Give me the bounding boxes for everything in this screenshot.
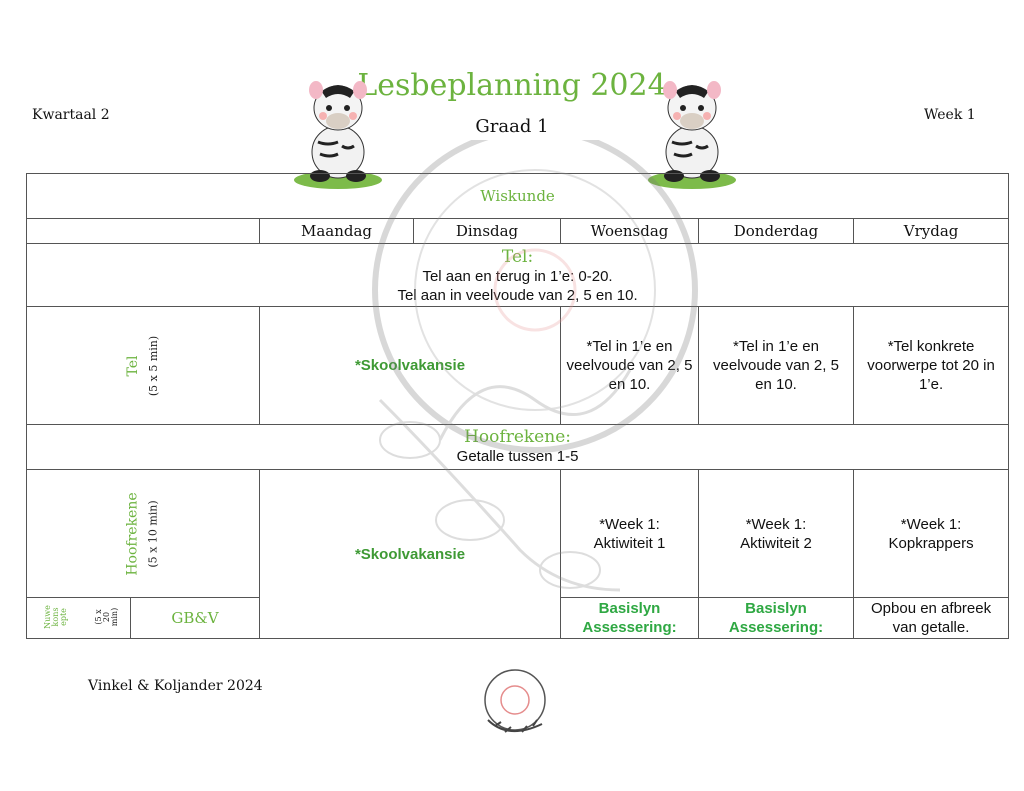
tel-line-2: Tel aan in veelvoude van 2, 5 en 10. (397, 286, 638, 304)
hoofrekene-label: Hoofrekene (124, 491, 141, 576)
tel-label: Tel (125, 355, 141, 377)
tel-thursday-cell: *Tel in 1’e en veelvoude van 2, 5 en 10. (698, 306, 854, 425)
hoofrekene-thursday-line-2: Aktiwiteit 2 (740, 534, 812, 552)
day-header-row: Maandag Dinsdag Woensdag Donderdag Vryda… (26, 218, 1010, 244)
hoofrekene-holiday-cell: *Skoolvakansie (259, 469, 561, 639)
nuwe-friday-cell: Opbou en afbreek van getalle. (852, 597, 1010, 639)
hoofrekene-summary-cell: Hoofrekene: Getalle tussen 1-5 (25, 424, 1010, 470)
day-friday: Vrydag (852, 218, 1010, 244)
brand-logo-seal (484, 669, 546, 733)
hoofrekene-thursday-line-1: *Week 1: (745, 515, 807, 533)
hoofrekene-friday-cell: *Week 1: Kopkrappers (852, 469, 1010, 598)
tel-friday-cell: *Tel konkrete voorwerpe tot 20 in 1’e. (852, 306, 1010, 425)
tel-duration: (5 x 5 min) (147, 335, 160, 396)
hoofrekene-wednesday-cell: *Week 1: Aktiwiteit 1 (560, 469, 699, 598)
page-title: Lesbeplanning 2024 (357, 68, 667, 103)
nuwe-duration-3: min) (110, 607, 120, 626)
nuwe-konsepte-row: Nuwe kons epte (5 x 20 min) GB&V (26, 597, 1010, 639)
gbv-area-cell: GB&V (130, 597, 260, 639)
nuwe-konsepte-label-cell: Nuwe kons epte (5 x 20 min) (26, 597, 131, 639)
nuwe-wednesday-cell: Basislyn Assessering: (560, 597, 699, 639)
nuwe-thursday-line-2: Assessering: (728, 619, 824, 636)
tel-heading: Tel: (501, 246, 534, 267)
hoofrekene-friday-line-1: *Week 1: (900, 515, 962, 533)
hoofrekene-label-cell: Hoofrekene (5 x 10 min) (26, 469, 260, 598)
hoofrekene-wednesday-line-1: *Week 1: (599, 515, 660, 533)
nuwe-thursday-line-1: Basislyn (745, 600, 807, 617)
day-thursday: Donderdag (698, 218, 854, 244)
day-monday: Maandag (259, 218, 414, 244)
tel-line-1: Tel aan en terug in 1’e: 0-20. (422, 267, 613, 285)
blank-corner-cell (26, 218, 260, 244)
day-tuesday: Dinsdag (413, 218, 561, 244)
tel-holiday-cell: *Skoolvakansie (259, 306, 561, 425)
hoofrekene-heading: Hoofrekene: (464, 427, 571, 447)
hoofrekene-row: Hoofrekene (5 x 10 min) *Skoolvakansie *… (26, 469, 1010, 639)
nuwe-thursday-cell: Basislyn Assessering: (698, 597, 854, 639)
tel-wednesday-cell: *Tel in 1’e en veelvoude van 2, 5 en 10. (560, 306, 699, 425)
nuwe-wednesday-line-1: Basislyn (598, 600, 661, 617)
hoofrekene-wednesday-line-2: Aktiwiteit 1 (593, 534, 666, 552)
hoofrekene-duration: (5 x 10 min) (146, 499, 160, 568)
subject-heading: Wiskunde (25, 173, 1010, 219)
lesson-plan-table: Wiskunde Maandag Dinsdag Woensdag Donder… (25, 173, 1010, 639)
footer-credit: Vinkel & Koljander 2024 (88, 678, 263, 694)
tel-summary-cell: Tel: Tel aan en terug in 1’e: 0-20. Tel … (25, 243, 1010, 307)
hoofrekene-thursday-cell: *Week 1: Aktiwiteit 2 (698, 469, 854, 598)
hoofrekene-line: Getalle tussen 1-5 (456, 448, 579, 465)
zebra-illustration-right (648, 81, 736, 189)
week-label: Week 1 (924, 107, 976, 123)
day-wednesday: Woensdag (560, 218, 699, 244)
hoofrekene-friday-line-2: Kopkrappers (888, 534, 974, 552)
grade-label: Graad 1 (475, 116, 549, 137)
nuwe-wednesday-line-2: Assessering: (582, 619, 677, 636)
nuwe-label-3: epte (58, 607, 68, 626)
tel-label-cell: Tel (5 x 5 min) (26, 306, 260, 425)
tel-row: Tel (5 x 5 min) *Skoolvakansie *Tel in 1… (26, 306, 1010, 425)
quarter-label: Kwartaal 2 (32, 107, 110, 123)
